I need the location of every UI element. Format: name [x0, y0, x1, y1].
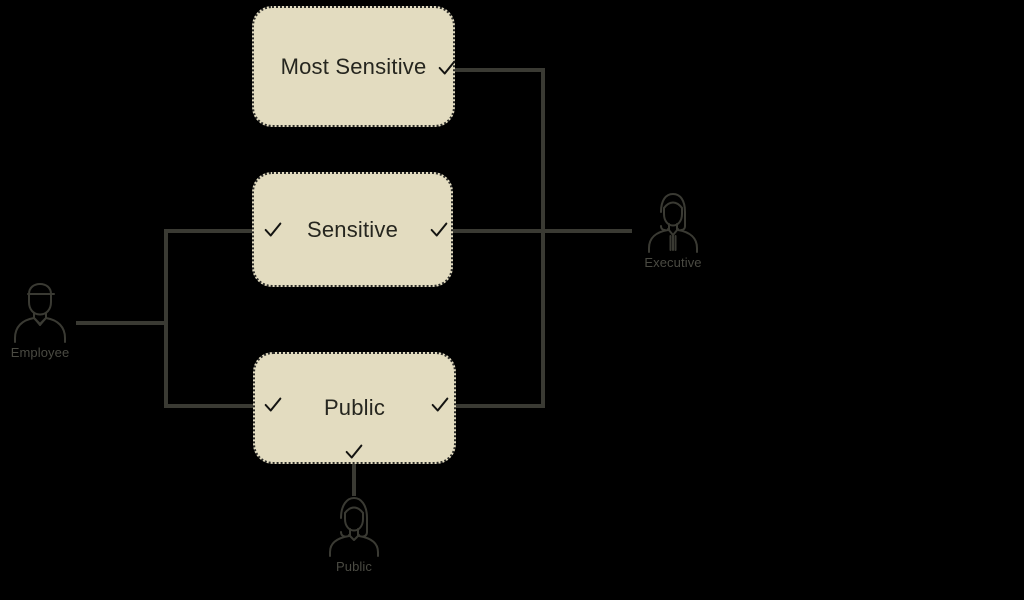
connector-right-bus — [541, 68, 545, 408]
actor-label-executive: Executive — [644, 255, 702, 270]
classification-box-public[interactable]: Public — [253, 352, 456, 464]
connector-employee-to-bus — [76, 321, 166, 325]
person-with-cap-icon — [4, 282, 76, 344]
actor-employee[interactable]: Employee — [4, 282, 76, 360]
connector-left-bus — [164, 229, 168, 408]
person-long-hair-icon — [318, 496, 390, 558]
connector-public-to-bus — [456, 404, 545, 408]
connector-most-sensitive-to-bus — [455, 68, 545, 72]
box-label-most-sensitive: Most Sensitive — [280, 53, 427, 79]
classification-box-sensitive[interactable]: Sensitive — [252, 172, 453, 287]
box-label-public: Public — [323, 395, 386, 420]
connector-bus-to-public — [164, 404, 255, 408]
actor-label-public: Public — [335, 559, 372, 574]
box-label-sensitive: Sensitive — [306, 216, 399, 242]
connector-bus-to-sensitive — [164, 229, 254, 233]
person-with-tie-icon — [637, 192, 709, 254]
actor-label-employee: Employee — [10, 345, 70, 360]
actor-executive[interactable]: Executive — [637, 192, 709, 270]
connector-public-box-to-public-actor — [352, 464, 356, 496]
actor-public[interactable]: Public — [318, 496, 390, 574]
connector-bus-to-executive — [453, 229, 632, 233]
classification-box-most-sensitive[interactable]: Most Sensitive — [252, 6, 455, 127]
